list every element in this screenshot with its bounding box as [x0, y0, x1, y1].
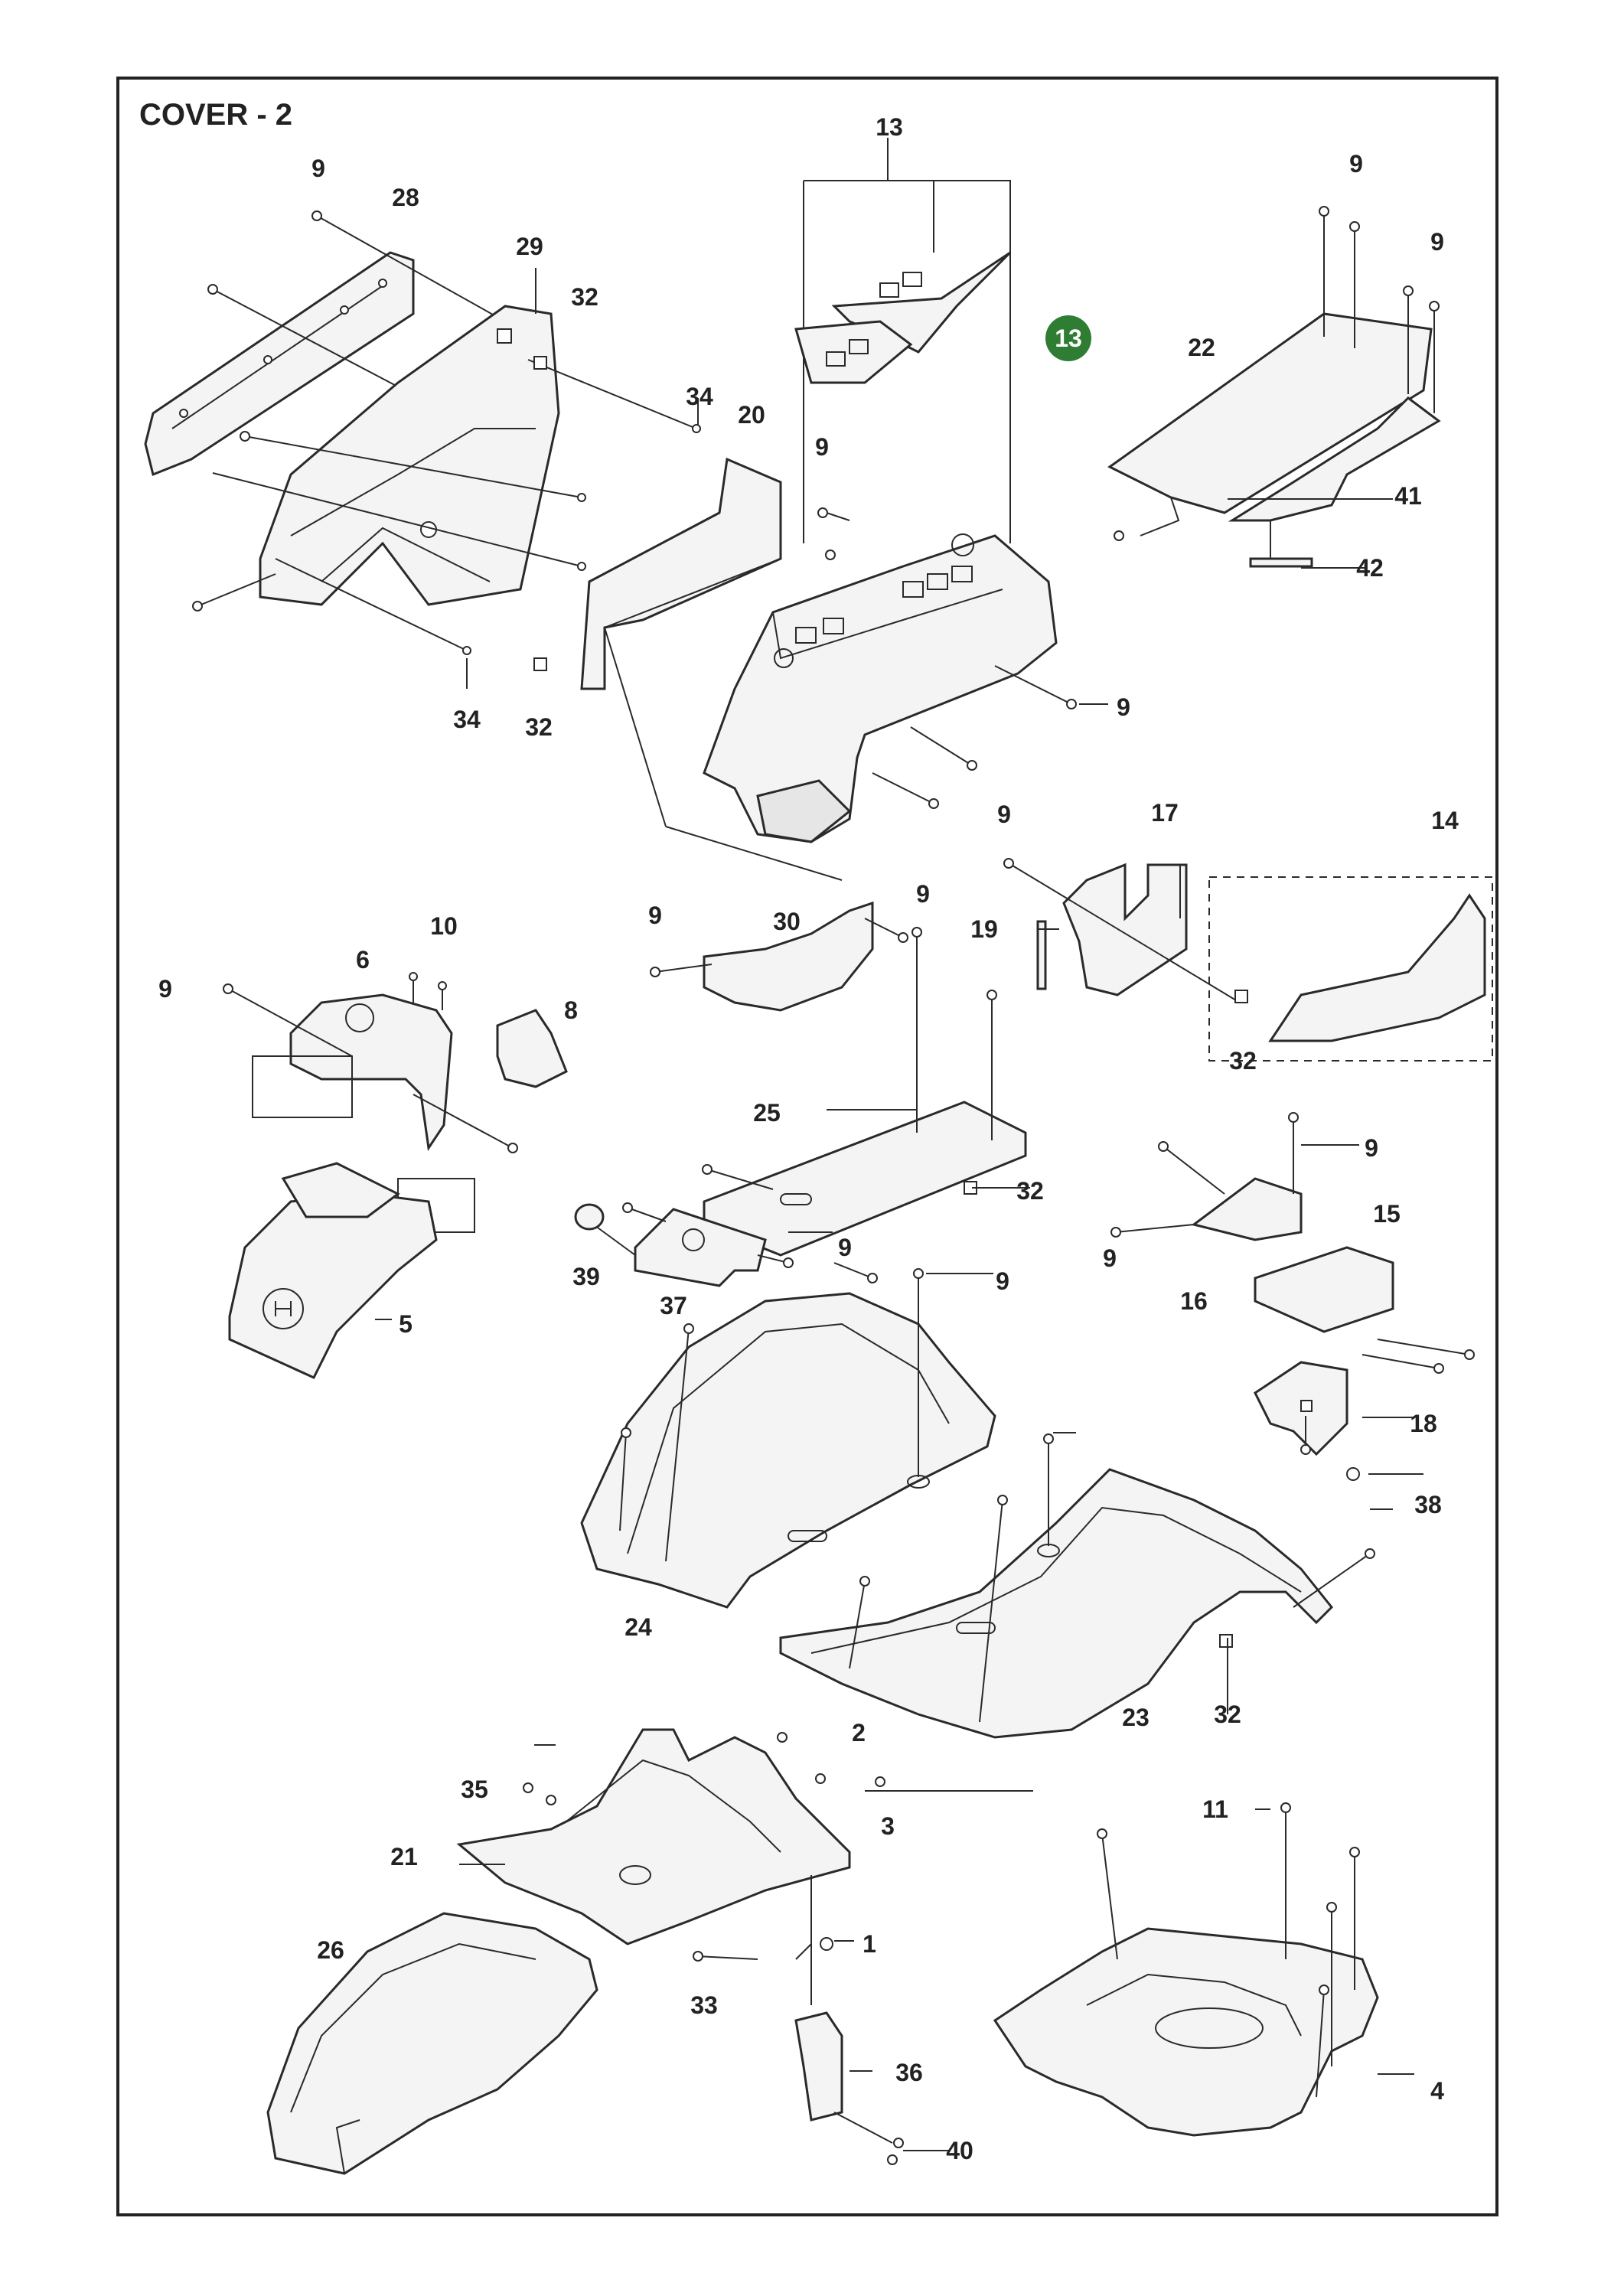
part-23-rear-fender: [779, 1433, 1375, 1739]
part-5-front-fascia: [228, 1162, 438, 1379]
part-16-15-brackets: [1110, 1112, 1475, 1374]
callout-32: 32: [571, 283, 598, 311]
callout-9: 9: [838, 1234, 852, 1261]
callout-22: 22: [1188, 334, 1215, 361]
callout-38: 38: [1414, 1491, 1442, 1518]
callout-19: 19: [970, 915, 998, 943]
part-14-side-cover-group: [1208, 876, 1493, 1062]
callout-9: 9: [158, 975, 172, 1003]
callout-2: 2: [852, 1719, 866, 1746]
callout-9: 9: [1365, 1134, 1378, 1162]
callout-13-top: 13: [876, 113, 903, 141]
part-20-bracket: [533, 457, 850, 881]
part-30-lower-cover: [650, 901, 908, 1012]
callout-33: 33: [690, 1991, 718, 2019]
callout-26: 26: [317, 1936, 344, 1964]
callout-28: 28: [392, 184, 419, 211]
callout-9: 9: [648, 902, 662, 929]
part-18-bracket: [1254, 1361, 1360, 1481]
callout-9: 9: [311, 155, 325, 182]
callout-37: 37: [660, 1292, 687, 1319]
part-26-hood: [266, 1912, 598, 2175]
callout-11: 11: [1202, 1795, 1228, 1823]
callout-25: 25: [753, 1099, 781, 1127]
callout-9: 9: [1117, 693, 1130, 721]
part-22-top-plate: [1107, 206, 1440, 541]
callout-9: 9: [1430, 228, 1444, 256]
callout-23: 23: [1122, 1704, 1150, 1731]
callout-6: 6: [356, 946, 370, 974]
part-37-cover-and-39-cap: [574, 1202, 794, 1287]
page-title: COVER - 2: [139, 98, 293, 132]
callout-35: 35: [461, 1776, 488, 1803]
callout-15: 15: [1373, 1200, 1401, 1228]
callout-40: 40: [946, 2137, 973, 2164]
callout-9: 9: [1349, 150, 1363, 178]
callout-34: 34: [686, 383, 713, 410]
callout-32: 32: [1214, 1701, 1241, 1728]
part-8-small-cover: [496, 1009, 568, 1088]
part-17-plate: [1003, 858, 1241, 1003]
callout-5: 5: [399, 1310, 413, 1338]
callout-21: 21: [390, 1843, 418, 1870]
callout-10: 10: [430, 912, 458, 940]
callout-16: 16: [1180, 1287, 1208, 1315]
callout-42: 42: [1356, 554, 1384, 582]
callout-24: 24: [624, 1613, 652, 1641]
callout-9: 9: [916, 880, 930, 908]
part-13-decal-group: [794, 138, 1012, 543]
callout-9: 9: [996, 1267, 1009, 1295]
diagram-frame: [116, 77, 1498, 2216]
part-21-underbody: [456, 1728, 885, 1962]
callout-41: 41: [1394, 482, 1422, 510]
screws-upper-left: [192, 210, 701, 689]
page-number-badge: 13: [1045, 315, 1091, 361]
callout-32: 32: [1229, 1047, 1257, 1075]
callout-1: 1: [863, 1930, 876, 1958]
callout-18: 18: [1410, 1410, 1437, 1437]
callout-39: 39: [572, 1263, 600, 1290]
callout-9: 9: [997, 801, 1011, 828]
callout-29: 29: [516, 233, 543, 260]
callout-8: 8: [564, 996, 578, 1024]
part-4-rear-body: [993, 1802, 1379, 2137]
part-29-side-panel: [197, 268, 697, 651]
callout-14: 14: [1431, 807, 1459, 834]
callout-9: 9: [1103, 1244, 1117, 1272]
callout-32: 32: [525, 713, 553, 741]
callout-9: 9: [815, 433, 829, 461]
callout-leaders: [375, 498, 1423, 2151]
callout-32: 32: [1016, 1177, 1044, 1205]
callout-3: 3: [881, 1812, 895, 1840]
callout-36: 36: [895, 2059, 923, 2086]
part-41-bracket: [1228, 396, 1441, 568]
callout-20: 20: [738, 401, 765, 429]
callout-30: 30: [773, 908, 801, 935]
main-console-cover: [703, 533, 1077, 843]
part-28-side-rail: [144, 215, 536, 477]
callout-17: 17: [1151, 799, 1179, 827]
part-24-floor-pan: [580, 1268, 996, 1609]
callout-4: 4: [1430, 2077, 1444, 2105]
part-36-bracket: [794, 1875, 904, 2165]
callout-34: 34: [453, 706, 481, 733]
